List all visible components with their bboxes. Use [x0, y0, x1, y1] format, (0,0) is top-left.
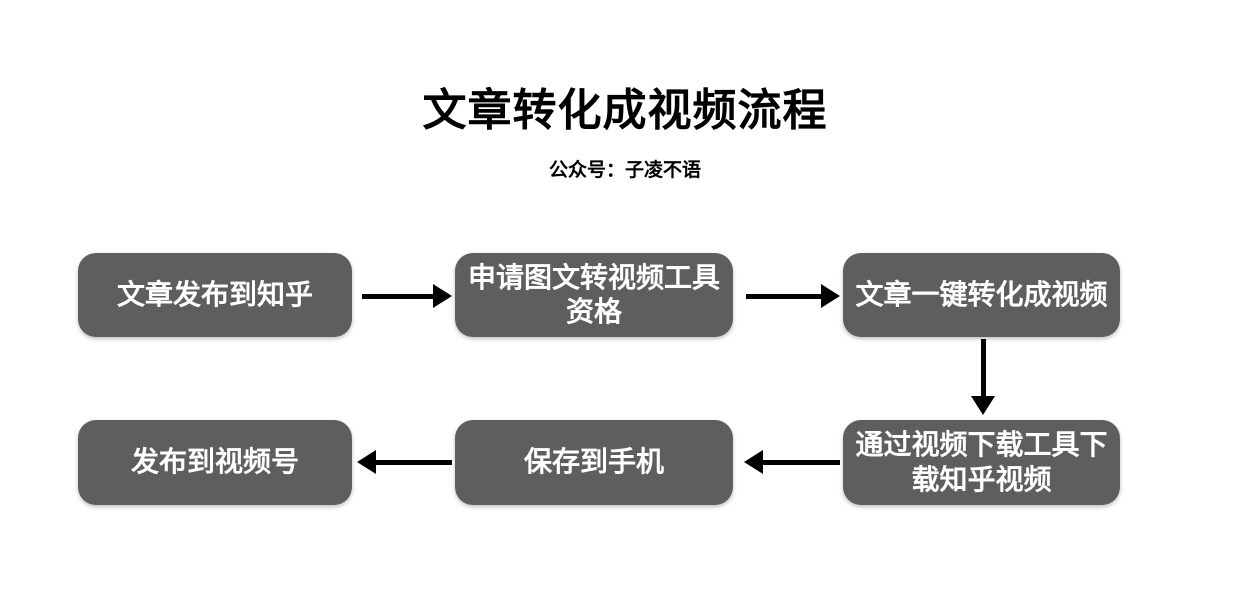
arrow-down-1 [971, 339, 995, 415]
page-subtitle: 公众号：子凌不语 [548, 159, 701, 181]
node-publish-to-video-channel: 发布到视频号 [78, 420, 352, 505]
arrow-left-2 [357, 450, 452, 474]
node-one-click-convert: 文章一键转化成视频 [843, 253, 1120, 337]
node-label: 通过视频下载工具下载知乎视频 [855, 428, 1108, 496]
node-save-to-phone: 保存到手机 [455, 420, 733, 505]
arrow-left-1 [744, 450, 840, 474]
arrow-shaft [980, 339, 986, 396]
node-label: 文章一键转化成视频 [855, 277, 1108, 311]
arrow-shaft [362, 293, 433, 299]
arrow-right-2 [746, 284, 840, 308]
node-label: 发布到视频号 [130, 445, 299, 479]
page-title: 文章转化成视频流程 [422, 85, 828, 136]
arrow-head-left-icon [357, 450, 376, 474]
arrow-shaft [746, 293, 821, 299]
arrow-head-down-icon [971, 396, 995, 415]
node-apply-tool-qualification: 申请图文转视频工具资格 [455, 253, 733, 337]
arrow-head-right-icon [821, 284, 840, 308]
node-label: 文章发布到知乎 [116, 277, 313, 311]
arrow-shaft [763, 459, 840, 465]
arrow-shaft [376, 459, 452, 465]
arrow-right-1 [362, 284, 452, 308]
node-label: 申请图文转视频工具资格 [467, 260, 720, 328]
node-download-zhihu-video: 通过视频下载工具下载知乎视频 [843, 420, 1120, 505]
node-publish-to-zhihu: 文章发布到知乎 [78, 253, 352, 337]
node-label: 保存到手机 [523, 445, 664, 479]
arrow-head-left-icon [744, 450, 763, 474]
arrow-head-right-icon [433, 284, 452, 308]
